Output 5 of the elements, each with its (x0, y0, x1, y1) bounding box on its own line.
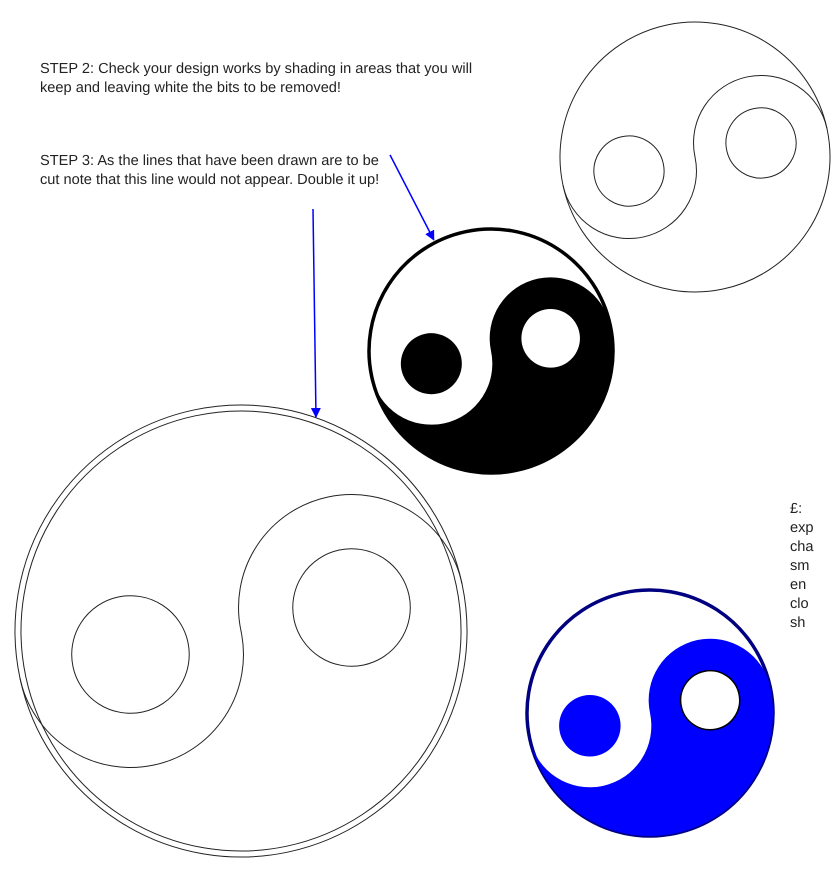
step-text: STEP 3: As the lines that have been drawn are to be cut note that this line would not appear. Double it up! (40, 152, 380, 190)
arrow (310, 208, 321, 418)
arrow (389, 154, 434, 241)
note-text: £: exp cha sm en clo sh (790, 500, 815, 633)
note-text: STEP 2: Check your design works by shading in areas that you will keep and leaving white the bits to be removed! (40, 60, 474, 98)
